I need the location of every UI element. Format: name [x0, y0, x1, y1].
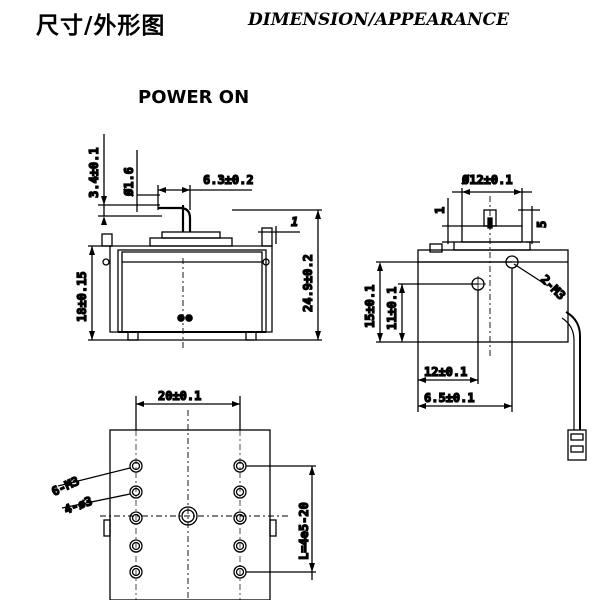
dim-lead-length: L=4e5-20: [297, 502, 311, 560]
bottom-view: [57, 396, 316, 600]
dim-hole-height-11: 11±0.1: [385, 287, 399, 330]
side-view: [376, 188, 587, 461]
title-chinese: 尺寸/外形图: [36, 13, 166, 39]
title-english: DIMENSION/APPEARANCE: [248, 10, 510, 30]
front-view: [88, 134, 322, 350]
label-screw-thread: 2-M3: [538, 272, 568, 302]
dim-body-height: 18±0.15: [75, 271, 89, 322]
dim-boss-diameter: Ø12±0.1: [461, 173, 513, 187]
dim-hole-x-65: 6.5±0.1: [424, 391, 475, 405]
label-thread-6m3: 6-M3: [49, 474, 81, 499]
dim-pin-travel: 6.3±0.2: [203, 173, 254, 187]
dim-hole-x-12: 12±0.1: [424, 365, 467, 379]
dim-top-height: 5: [535, 221, 549, 228]
dim-pin-offset: 3.4±0.1: [87, 147, 101, 198]
dim-width-20: 20±0.1: [158, 389, 201, 403]
dim-top-gap: 1: [433, 207, 447, 214]
dim-total-height: 24.9±0.2: [301, 254, 315, 312]
power-on-label: POWER ON: [138, 87, 250, 108]
dim-hole-height-15: 15±0.1: [363, 285, 377, 328]
label-hole-4d3: 4-ø3: [62, 494, 94, 517]
dim-small-gap: 1: [291, 215, 298, 229]
dim-pin-diameter: Ø1.6: [122, 167, 136, 197]
